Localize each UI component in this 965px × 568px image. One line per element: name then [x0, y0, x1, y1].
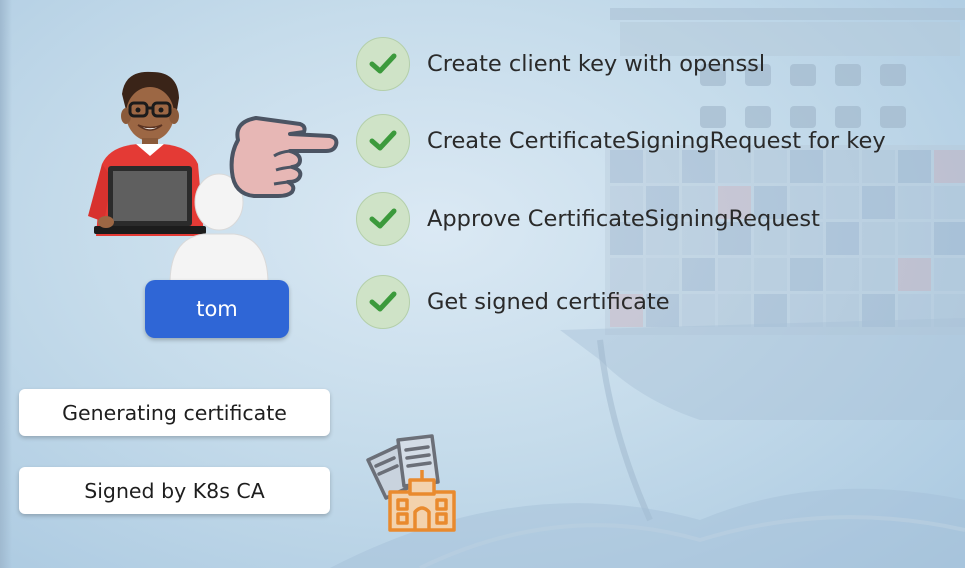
documents-with-building-icon: [366, 434, 456, 532]
checkmark-icon: [356, 37, 410, 91]
generating-certificate-label: Generating certificate: [19, 389, 330, 436]
checkmark-icon: [356, 192, 410, 246]
signed-by-text: Signed by K8s CA: [84, 478, 265, 503]
step-item: Get signed certificate: [356, 274, 670, 330]
user-silhouette-icon: [169, 173, 269, 284]
generating-certificate-text: Generating certificate: [62, 400, 287, 425]
step-label: Approve CertificateSigningRequest: [427, 206, 820, 232]
checkmark-icon: [356, 114, 410, 168]
user-name-badge: tom: [145, 280, 289, 338]
left-edge-shade: [0, 0, 12, 568]
step-item: Create CertificateSigningRequest for key: [356, 113, 886, 169]
step-label: Get signed certificate: [427, 289, 670, 315]
step-label: Create CertificateSigningRequest for key: [427, 128, 886, 154]
pointing-hand-icon: [229, 116, 339, 198]
step-item: Approve CertificateSigningRequest: [356, 191, 820, 247]
step-label: Create client key with openssl: [427, 51, 766, 77]
step-item: Create client key with openssl: [356, 36, 765, 92]
user-name: tom: [196, 297, 238, 321]
signed-by-label: Signed by K8s CA: [19, 467, 330, 514]
developer-with-laptop-icon: [88, 71, 206, 236]
checkmark-icon: [356, 275, 410, 329]
